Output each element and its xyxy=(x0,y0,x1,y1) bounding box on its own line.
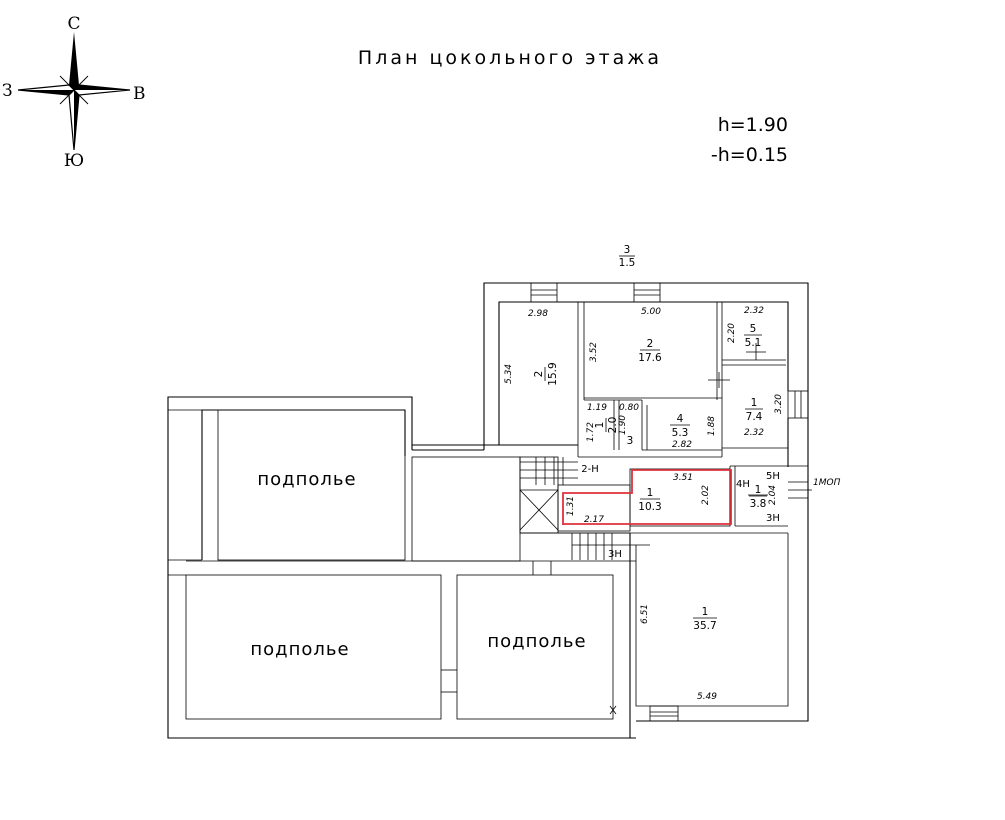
room-2-15-9: 2.98 5.34 2 15.9 xyxy=(504,309,559,386)
compass-rose: С Ю З В xyxy=(2,14,146,171)
svg-text:17.6: 17.6 xyxy=(638,352,662,364)
room-2-17-6: 5.00 3.52 2 17.6 xyxy=(589,307,662,364)
compass-north: С xyxy=(67,14,80,34)
mark-2h: 2-Н xyxy=(581,464,599,475)
svg-text:5: 5 xyxy=(750,323,757,335)
svg-text:3: 3 xyxy=(627,435,634,447)
svg-text:1.19: 1.19 xyxy=(587,403,607,413)
room-1-2-0: 1.19 0.80 1.72 1.90 1 2.0 3 xyxy=(586,403,639,447)
svg-text:5.00: 5.00 xyxy=(641,307,661,317)
svg-text:3: 3 xyxy=(624,244,631,256)
walls xyxy=(167,282,812,739)
svg-text:2.20: 2.20 xyxy=(727,323,737,343)
room-1-35-7: 1 35.7 5.49 6.51 xyxy=(640,604,717,702)
mark-3h-stair: 3Н xyxy=(608,549,622,560)
compass-east: В xyxy=(133,84,146,104)
svg-text:10.3: 10.3 xyxy=(638,501,661,513)
room-1-7-4: 1 7.4 2.32 3.20 xyxy=(744,394,784,438)
underfloor-label-1: подполье xyxy=(257,469,356,490)
svg-text:1.88: 1.88 xyxy=(707,416,717,436)
svg-text:1: 1 xyxy=(594,422,606,429)
svg-text:5.34: 5.34 xyxy=(504,364,514,384)
svg-text:2.32: 2.32 xyxy=(744,428,764,438)
svg-text:2: 2 xyxy=(533,371,545,378)
room-1-10-3: 3.51 2.02 2.17 1.31 1 10.3 xyxy=(566,473,711,525)
svg-text:1: 1 xyxy=(751,397,758,409)
room-1-3-8: 1 3.8 2.04 xyxy=(749,484,778,510)
outside-area-label: 3 1.5 xyxy=(619,244,636,269)
room-5: 2.32 2.20 5 5.1 xyxy=(727,306,764,349)
svg-text:15.9: 15.9 xyxy=(547,362,559,385)
svg-text:2.0: 2.0 xyxy=(607,417,619,434)
compass-south: Ю xyxy=(64,151,84,171)
svg-text:2: 2 xyxy=(647,338,654,350)
svg-text:1: 1 xyxy=(647,487,654,499)
compass-west: З xyxy=(2,81,13,101)
svg-text:1.72: 1.72 xyxy=(586,422,596,442)
svg-text:2.02: 2.02 xyxy=(701,485,711,505)
svg-text:2.98: 2.98 xyxy=(528,309,548,319)
svg-text:7.4: 7.4 xyxy=(746,411,763,423)
underfloor-label-2: подполье xyxy=(250,639,349,660)
svg-text:1.90: 1.90 xyxy=(618,415,628,435)
svg-text:2.32: 2.32 xyxy=(744,306,764,316)
mark-1mop: 1МОП xyxy=(813,478,841,488)
svg-text:0.80: 0.80 xyxy=(619,403,639,413)
underfloor-label-3: подполье xyxy=(487,631,586,652)
height-label: h=1.90 xyxy=(718,114,788,136)
mark-4h: 4Н xyxy=(736,479,750,490)
svg-text:3.20: 3.20 xyxy=(774,394,784,414)
svg-text:1.5: 1.5 xyxy=(619,257,636,269)
svg-text:35.7: 35.7 xyxy=(693,620,716,632)
svg-text:2.17: 2.17 xyxy=(584,515,604,525)
svg-text:5.49: 5.49 xyxy=(697,692,717,702)
highlighted-room-outline xyxy=(562,469,732,525)
svg-text:2.04: 2.04 xyxy=(768,485,778,505)
svg-text:5.1: 5.1 xyxy=(745,337,762,349)
svg-text:5.3: 5.3 xyxy=(672,427,689,439)
svg-text:3.51: 3.51 xyxy=(673,473,693,483)
height-offset-label: -h=0.15 xyxy=(711,144,788,166)
svg-text:4: 4 xyxy=(677,413,684,425)
mark-3h-east: 3Н xyxy=(766,513,780,524)
room-4: 4 5.3 2.82 1.88 xyxy=(670,413,717,450)
mark-5h: 5Н xyxy=(766,471,780,482)
plan-title: План цокольного этажа xyxy=(358,47,662,69)
svg-text:1.31: 1.31 xyxy=(566,496,576,516)
svg-text:3.8: 3.8 xyxy=(750,498,767,510)
svg-text:2.82: 2.82 xyxy=(672,440,692,450)
svg-text:1: 1 xyxy=(755,484,762,496)
svg-text:3.52: 3.52 xyxy=(589,342,599,362)
svg-text:6.51: 6.51 xyxy=(640,604,650,624)
svg-text:1: 1 xyxy=(702,606,709,618)
